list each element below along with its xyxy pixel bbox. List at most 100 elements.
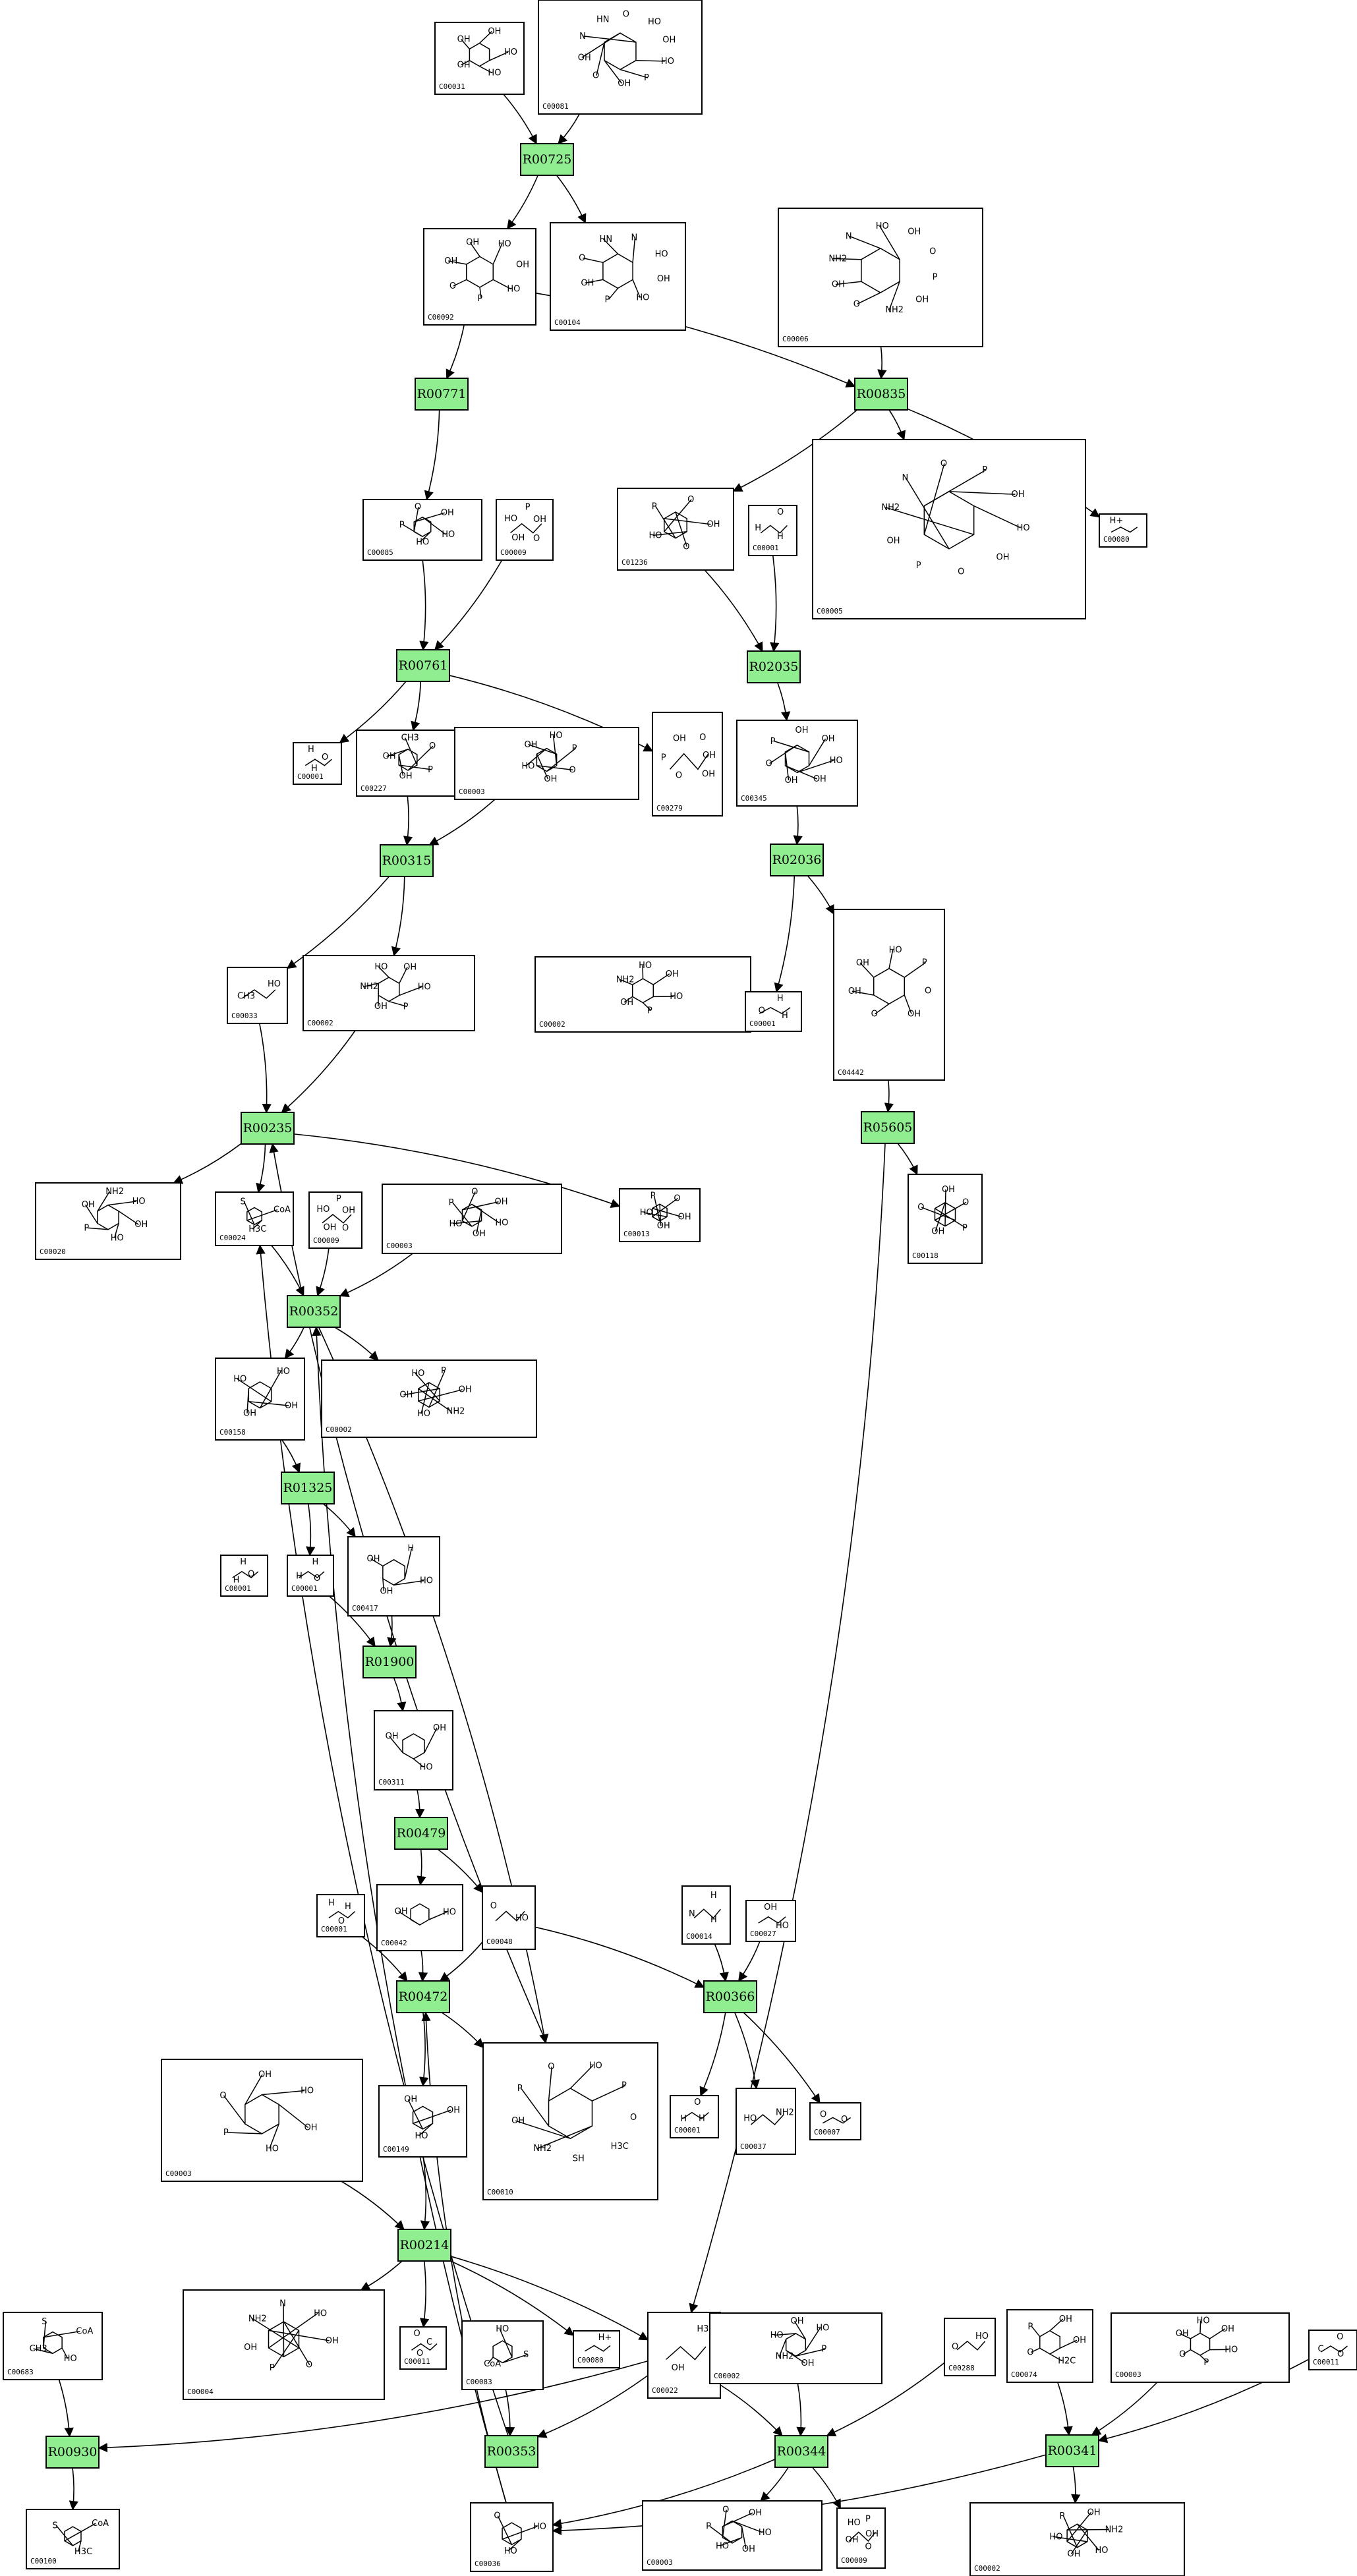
reaction-node[interactable]: R00353 [484, 2435, 538, 2468]
reaction-edge [1071, 2466, 1081, 2504]
compound-node[interactable]: H+C00080 [573, 2330, 620, 2368]
atom-label: O [841, 2115, 848, 2125]
reaction-node[interactable]: R00479 [394, 1817, 448, 1850]
reaction-node[interactable]: R02036 [770, 844, 824, 876]
reaction-node[interactable]: R00366 [703, 1980, 757, 2013]
reaction-node[interactable]: R00344 [774, 2435, 828, 2468]
compound-node[interactable]: H+C00080 [1099, 513, 1147, 548]
reaction-edge [506, 175, 538, 230]
compound-box [423, 228, 536, 326]
bond [273, 2330, 300, 2368]
compound-id-label: C00002 [326, 1425, 352, 1434]
reaction-node[interactable]: R01325 [281, 1472, 335, 1504]
reaction-node[interactable]: R00472 [396, 1980, 450, 2013]
bond [386, 749, 409, 757]
reaction-node[interactable]: R00835 [854, 378, 908, 411]
reaction-node[interactable]: R00761 [396, 649, 450, 682]
reaction-node[interactable]: R02035 [747, 650, 801, 683]
reaction-node[interactable]: R00315 [380, 844, 434, 877]
reaction-node[interactable]: R00352 [287, 1295, 341, 1328]
atom-label: HO [316, 1205, 330, 1215]
reaction-node[interactable]: R00214 [397, 2229, 451, 2262]
reaction-node[interactable]: R05605 [861, 1111, 915, 1144]
reaction-node[interactable]: R00930 [45, 2436, 100, 2469]
reaction-node[interactable]: R00771 [415, 378, 469, 411]
bond [448, 260, 467, 265]
bond-chain [585, 2345, 611, 2352]
reaction-node[interactable]: R00235 [241, 1112, 295, 1145]
compound-box [293, 742, 342, 785]
atom-label: P [572, 743, 577, 753]
atom-label: C [1317, 2344, 1323, 2354]
bond [1076, 2523, 1100, 2551]
compound-box [382, 1184, 562, 1254]
atom-label: OH [1059, 2314, 1072, 2324]
reaction-edge [738, 1941, 761, 1982]
reaction-node[interactable]: R01900 [362, 1646, 417, 1678]
reaction-edge [362, 1936, 408, 1982]
atom-label: N [279, 2299, 286, 2308]
reaction-node[interactable]: R00341 [1045, 2434, 1099, 2467]
atom-label: OH [865, 2529, 879, 2539]
reaction-node[interactable]: R00725 [520, 143, 574, 176]
